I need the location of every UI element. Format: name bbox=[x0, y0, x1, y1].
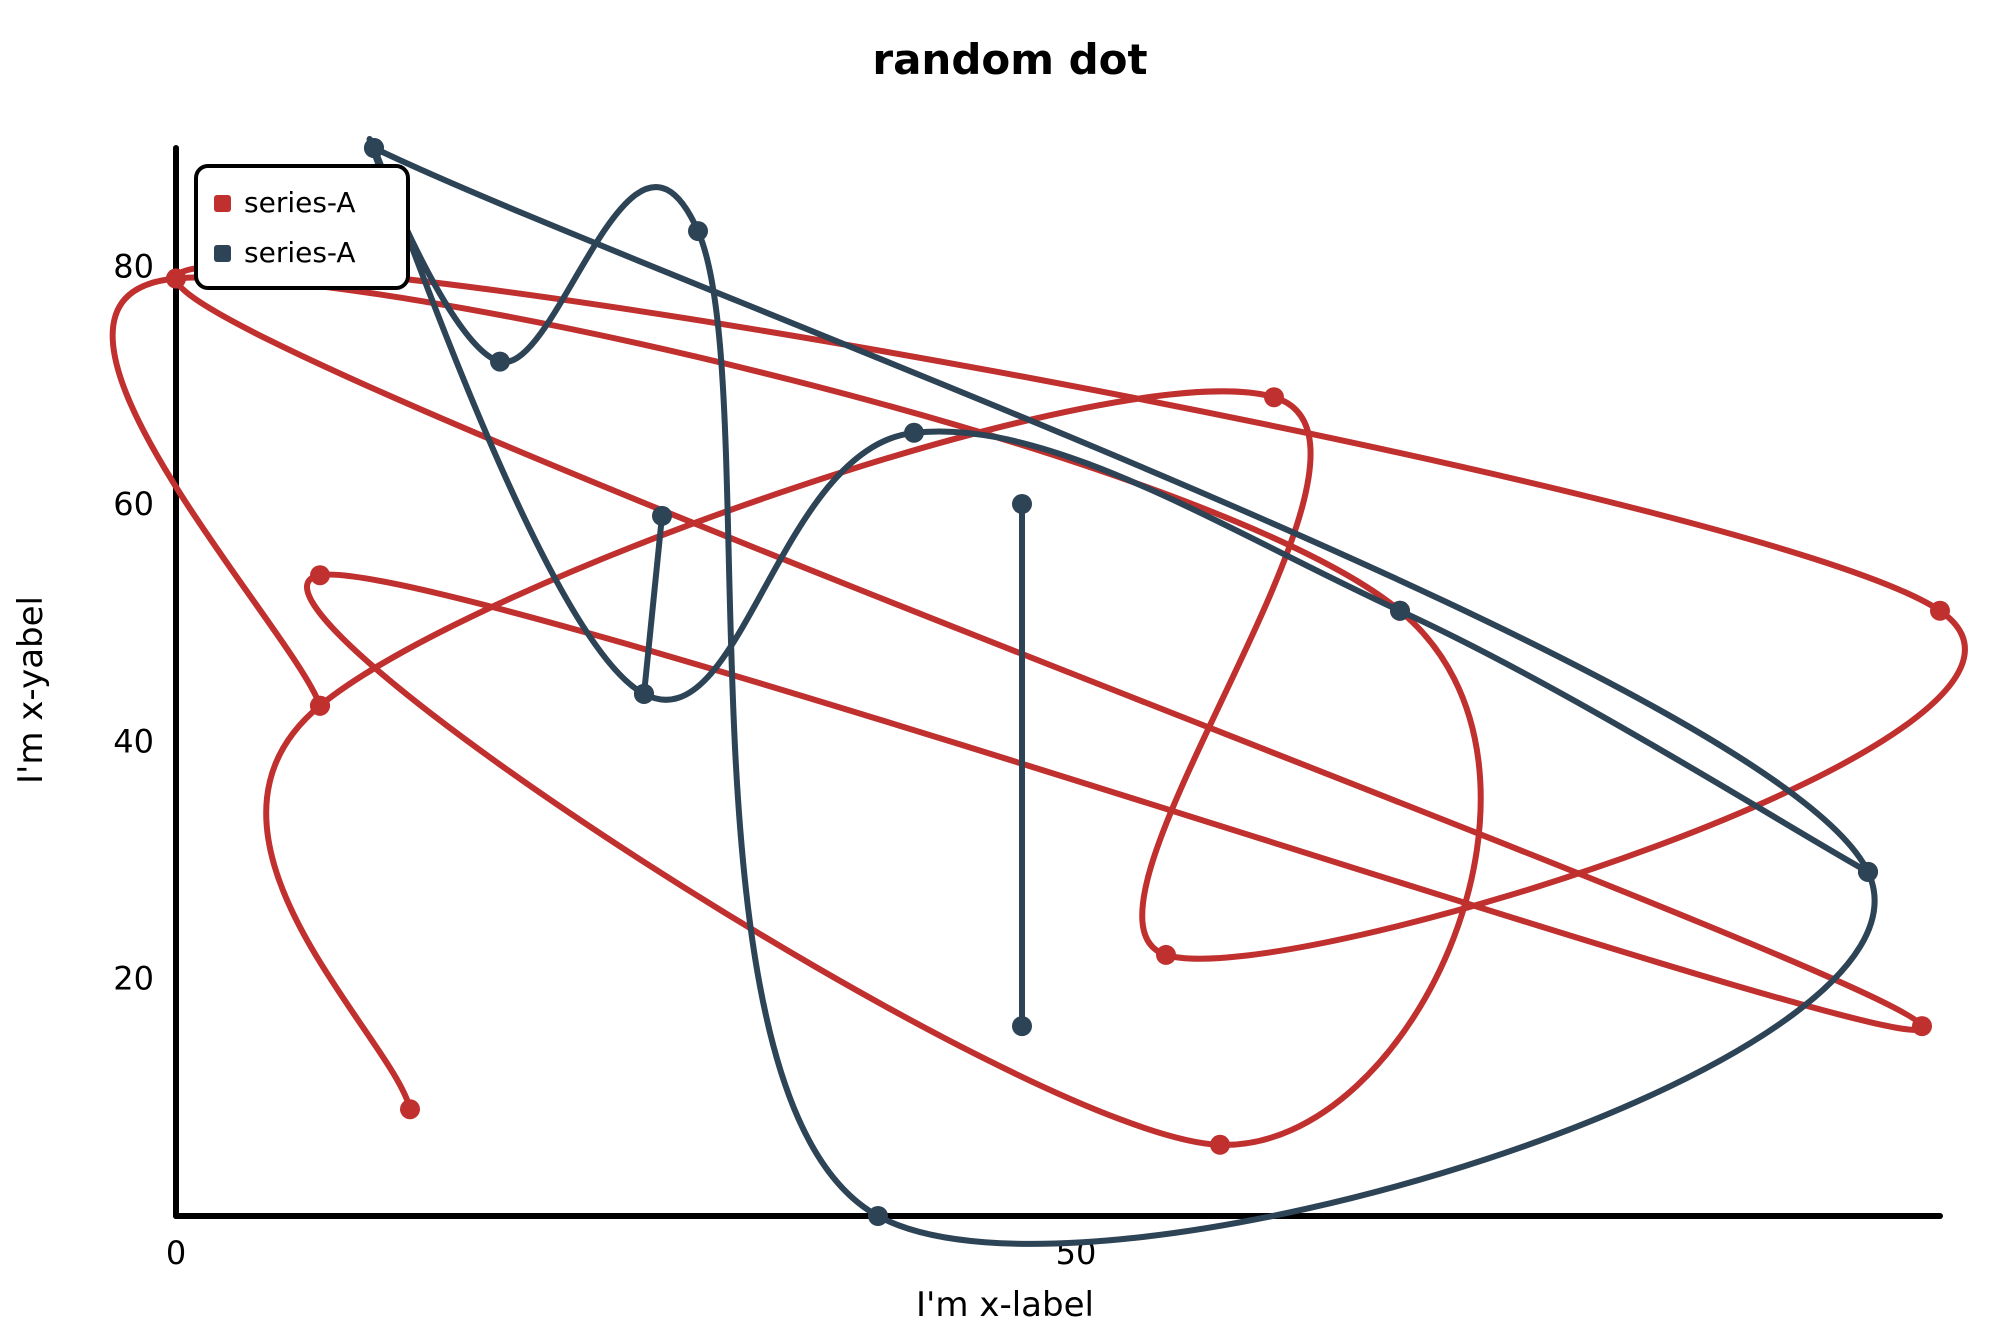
axes bbox=[173, 145, 1943, 1219]
legend-box bbox=[194, 164, 410, 290]
data-point bbox=[1390, 600, 1410, 621]
y-tick-label: 60 bbox=[113, 485, 154, 523]
y-tick-label: 80 bbox=[113, 248, 154, 286]
legend: series-A series-A bbox=[194, 164, 410, 290]
data-point bbox=[490, 351, 510, 372]
legend-label-1: series-A bbox=[244, 186, 356, 219]
data-point bbox=[166, 268, 186, 289]
legend-label-2: series-A bbox=[244, 236, 356, 269]
series-3 bbox=[634, 505, 672, 704]
data-point bbox=[868, 1206, 888, 1226]
data-point bbox=[1210, 1134, 1230, 1155]
y-axis-label: I'm x-yabel bbox=[11, 596, 51, 784]
data-point bbox=[1012, 494, 1032, 514]
data-point bbox=[1156, 944, 1176, 965]
series-1 bbox=[109, 263, 1968, 1155]
data-point bbox=[310, 695, 330, 716]
data-point bbox=[1858, 861, 1878, 882]
data-point bbox=[904, 422, 924, 443]
x-tick-label: 0 bbox=[166, 1234, 186, 1272]
data-point bbox=[1912, 1016, 1932, 1037]
data-point bbox=[310, 565, 330, 586]
series-line bbox=[641, 512, 665, 697]
legend-swatch-series-a-navy bbox=[214, 245, 231, 262]
series-4 bbox=[1012, 494, 1032, 1037]
data-point bbox=[400, 1099, 420, 1120]
data-point bbox=[652, 505, 672, 526]
y-tick-label: 40 bbox=[113, 722, 154, 760]
data-point bbox=[364, 138, 384, 158]
series-2 bbox=[364, 136, 1878, 1247]
data-point bbox=[1264, 387, 1284, 408]
data-point bbox=[688, 221, 708, 242]
legend-swatch-series-a-red bbox=[214, 195, 231, 212]
data-point bbox=[634, 683, 654, 704]
series-layer bbox=[109, 136, 1968, 1247]
data-point bbox=[1012, 1016, 1032, 1037]
x-axis-label: I'm x-label bbox=[916, 1285, 1094, 1325]
series-line bbox=[109, 263, 1968, 1148]
chart-title: random dot bbox=[872, 35, 1147, 84]
data-point bbox=[1930, 600, 1950, 621]
series-line bbox=[366, 136, 1878, 1247]
y-tick-label: 20 bbox=[113, 960, 154, 998]
